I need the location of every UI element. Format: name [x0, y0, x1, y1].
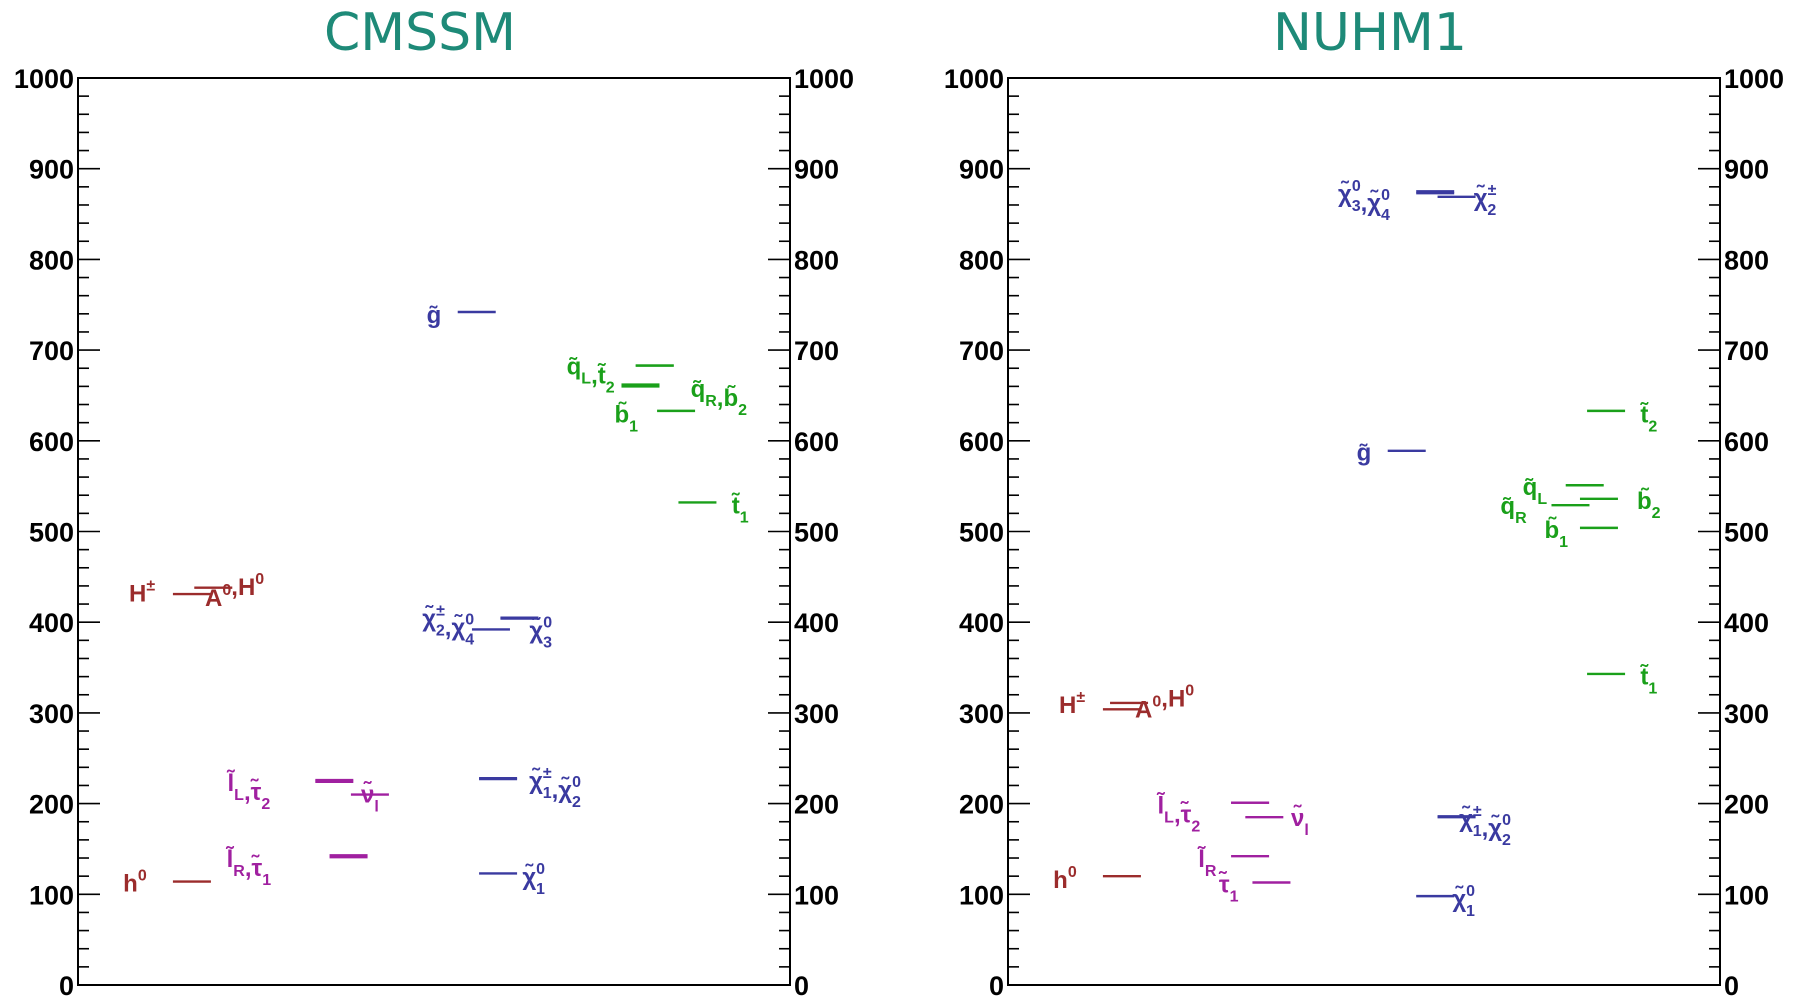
particle-label-b-1: b̃1 [1544, 516, 1568, 551]
y-tick-label-right: 900 [794, 155, 839, 185]
y-tick-label-right: 300 [794, 699, 839, 729]
particle-label-q-l: q̃L,t̃2 [567, 354, 615, 397]
y-tick-label-left: 900 [959, 155, 1004, 185]
particle-label-g: g̃ [427, 302, 442, 329]
particle-label-l-l: l̃L,τ̃2 [227, 769, 271, 813]
y-tick-label-left: 600 [959, 427, 1004, 457]
particle-label-l-r: l̃R,τ̃1 [226, 845, 272, 889]
y-tick-label-left: 300 [29, 699, 74, 729]
y-tick-label-left: 500 [959, 518, 1004, 548]
particle-label-h: H± [1059, 689, 1085, 719]
y-tick-label-left: 100 [29, 880, 74, 910]
particle-label-1: τ̃1 [1219, 870, 1239, 905]
y-tick-label-left: 700 [29, 336, 74, 366]
y-tick-label-right: 200 [794, 790, 839, 820]
y-tick-label-left: 1000 [944, 64, 1004, 94]
y-tick-label-left: 0 [989, 971, 1004, 996]
particle-label-l-l: l̃L,τ̃2 [1157, 792, 1201, 836]
y-tick-label-right: 500 [794, 518, 839, 548]
y-tick-label-right: 600 [794, 427, 839, 457]
particle-label-a0: A0,H0 [1135, 682, 1194, 723]
y-tick-label-right: 500 [1724, 518, 1769, 548]
particle-label-l: ν̃l [1291, 804, 1309, 839]
particle-label-q-r: q̃R [1500, 493, 1527, 527]
y-tick-label-right: 100 [794, 880, 839, 910]
particle-label-l-r: l̃R [1197, 845, 1217, 880]
y-tick-label-right: 800 [794, 245, 839, 275]
y-tick-label-right: 200 [1724, 790, 1769, 820]
particle-label-t-2: t̃2 [1640, 402, 1657, 436]
nuhm1-panel: NUHM1 0 0 100 100 200 200 300 300 400 400 500 500 600… [944, 3, 1784, 996]
y-tick-label-right: 100 [1724, 880, 1769, 910]
y-tick-label-right: 800 [1724, 245, 1769, 275]
cmssm-panel: CMSSM 0 0 100 100 200 200 300 300 400 400 500 500 600… [14, 3, 854, 996]
y-tick-label-left: 500 [29, 518, 74, 548]
y-tick-label-right: 900 [1724, 155, 1769, 185]
y-tick-label-right: 400 [794, 608, 839, 638]
y-tick-label-left: 0 [59, 971, 74, 996]
particle-label-h0: h0 [123, 868, 147, 898]
y-tick-label-left: 400 [959, 608, 1004, 638]
particle-label-h: H± [129, 577, 155, 607]
y-tick-label-left: 300 [959, 699, 1004, 729]
y-tick-label-right: 1000 [794, 64, 854, 94]
y-tick-label-right: 1000 [1724, 64, 1784, 94]
particle-label-h0: h0 [1053, 864, 1077, 894]
y-tick-label-right: 0 [794, 971, 809, 996]
y-tick-label-right: 400 [1724, 608, 1769, 638]
y-tick-label-left: 600 [29, 427, 74, 457]
y-tick-label-left: 800 [29, 245, 74, 275]
y-tick-label-right: 600 [1724, 427, 1769, 457]
particle-label-a0: A0,H0 [205, 571, 264, 612]
particle-label-t-1: t̃1 [1640, 664, 1657, 698]
plot-frame [77, 77, 791, 986]
y-tick-label-right: 700 [1724, 336, 1769, 366]
particle-label-g: g̃ [1357, 440, 1372, 467]
particle-label-b-2: b̃2 [1637, 487, 1661, 522]
particle-label-l: ν̃l [361, 781, 379, 816]
y-tick-label-left: 1000 [14, 64, 74, 94]
y-tick-label-left: 400 [29, 608, 74, 638]
particle-label-2: χ̃±2 [1474, 182, 1497, 219]
y-tick-label-left: 100 [959, 880, 1004, 910]
y-tick-label-right: 0 [1724, 971, 1739, 996]
y-tick-label-left: 900 [29, 155, 74, 185]
y-tick-label-left: 200 [959, 790, 1004, 820]
panel-title: CMSSM [324, 3, 516, 63]
particle-label-t-1: t̃1 [731, 492, 748, 526]
y-tick-label-left: 200 [29, 790, 74, 820]
particle-label-b-1: b̃1 [614, 401, 638, 436]
panel-title: NUHM1 [1273, 3, 1467, 63]
particle-label-q-l: q̃L [1523, 474, 1548, 508]
y-tick-label-right: 300 [1724, 699, 1769, 729]
y-tick-label-left: 700 [959, 336, 1004, 366]
y-tick-label-left: 800 [959, 245, 1004, 275]
y-tick-label-right: 700 [794, 336, 839, 366]
particle-label-q-r: q̃R,b̃2 [691, 376, 748, 419]
